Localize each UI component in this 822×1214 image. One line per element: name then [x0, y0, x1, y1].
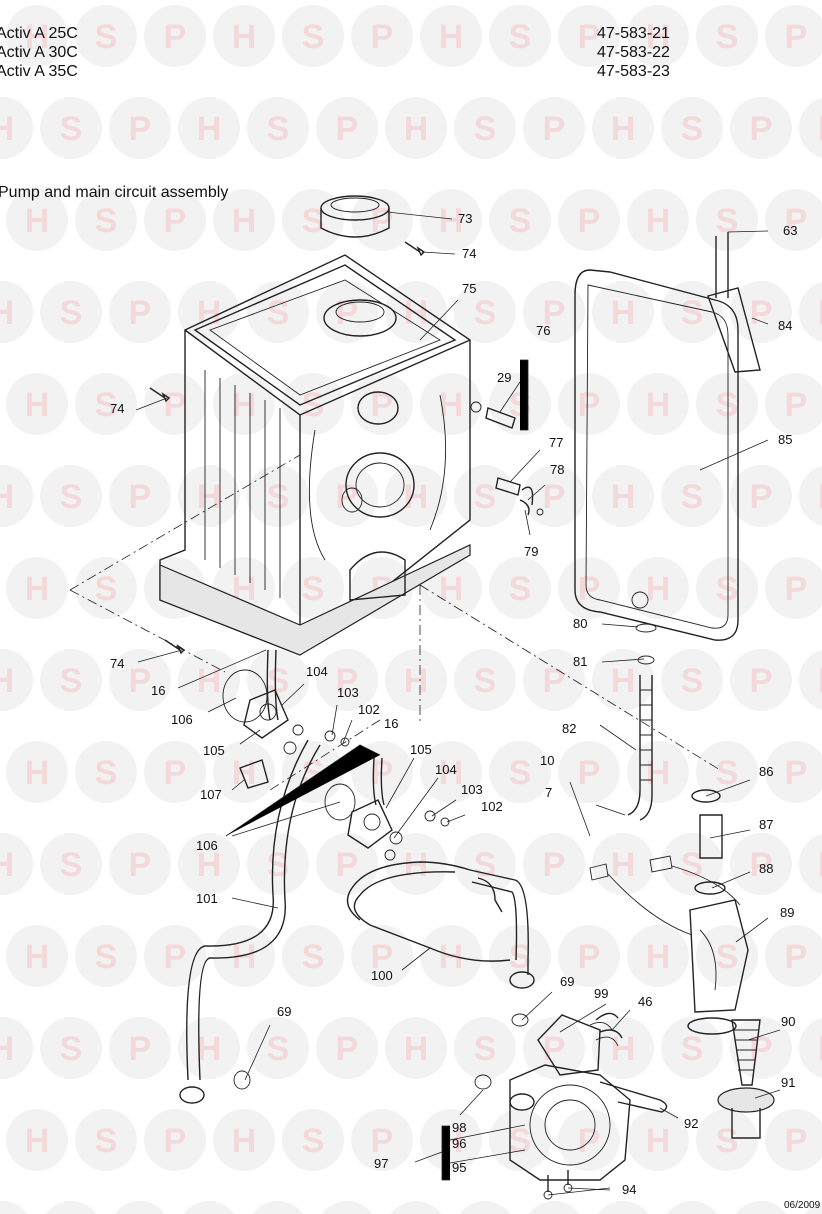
callout-number: 92 — [684, 1116, 698, 1131]
pipe-elbow — [477, 877, 503, 913]
callout-number: 69 — [560, 974, 574, 989]
callout-number: 74 — [110, 656, 124, 671]
screw — [404, 241, 426, 257]
screw — [149, 387, 171, 403]
temperature-sensor — [470, 401, 544, 516]
return-pipe — [353, 869, 529, 975]
callout-number: 102 — [358, 702, 380, 717]
callout-number: 96 — [452, 1136, 466, 1151]
flange-connector — [324, 757, 450, 861]
circulation-pump — [509, 1014, 631, 1200]
callout-number: 84 — [778, 318, 792, 333]
callout-number: 94 — [622, 1182, 636, 1197]
callout-number: 80 — [573, 616, 587, 631]
callout-number: 82 — [562, 721, 576, 736]
callout-number: 29 — [497, 370, 511, 385]
callout-number: 103 — [337, 685, 359, 700]
callout-number: 76 — [536, 323, 550, 338]
callout-number: 88 — [759, 861, 773, 876]
callout-number: 77 — [549, 435, 563, 450]
diagram-title: Pump and main circuit assembly — [0, 184, 229, 201]
callout-number: 102 — [481, 799, 503, 814]
assembly-guide-line — [69, 454, 721, 791]
callout-number: 107 — [200, 787, 222, 802]
o-ring-seal — [474, 1074, 492, 1090]
model-name: Activ A 30C — [0, 44, 78, 61]
part-code: 47-583-21 — [597, 25, 670, 42]
return-pipe — [346, 861, 471, 921]
leader-line — [520, 359, 529, 431]
callout-number: 74 — [462, 246, 476, 261]
callout-number: 101 — [196, 891, 218, 906]
part-code-list: 47-583-21 47-583-22 47-583-23 — [597, 24, 670, 81]
callout-number: 63 — [783, 223, 797, 238]
callout-number: 90 — [781, 1014, 795, 1029]
callout-number: 100 — [371, 968, 393, 983]
callout-number: 97 — [374, 1156, 388, 1171]
bracket-line — [414, 1125, 450, 1181]
callout-number: 46 — [638, 994, 652, 1009]
bypass-clip — [599, 1081, 668, 1113]
expansion-vessel — [574, 269, 761, 641]
heat-exchanger — [159, 254, 471, 656]
flue-collar — [320, 195, 390, 238]
flow-pipe — [186, 739, 309, 1081]
model-name: Activ A 35C — [0, 63, 78, 80]
callout-number: 105 — [410, 742, 432, 757]
callout-number: 106 — [196, 838, 218, 853]
safety-valve-assembly — [589, 789, 749, 1035]
model-list: Activ A 25C Activ A 30C Activ A 35C — [0, 24, 78, 81]
pipe-nut — [509, 971, 535, 989]
callout-number: 106 — [171, 712, 193, 727]
screw — [164, 639, 186, 655]
callout-number: 78 — [550, 462, 564, 477]
pipe-end — [179, 1086, 205, 1104]
callout-number: 89 — [780, 905, 794, 920]
flow-pipe — [198, 744, 321, 1081]
drain-hose — [717, 1019, 775, 1139]
callout-number: 73 — [458, 211, 472, 226]
callout-number: 105 — [203, 743, 225, 758]
callout-number: 69 — [277, 1004, 291, 1019]
part-code: 47-583-22 — [597, 44, 670, 61]
callout-number: 95 — [452, 1160, 466, 1175]
callout-number: 16 — [384, 716, 398, 731]
callout-number: 79 — [524, 544, 538, 559]
callout-number: 74 — [110, 401, 124, 416]
callout-number: 16 — [151, 683, 165, 698]
callout-number: 98 — [452, 1120, 466, 1135]
callout-number: 85 — [778, 432, 792, 447]
callout-number: 10 — [540, 753, 554, 768]
model-name: Activ A 25C — [0, 25, 78, 42]
leader-line — [135, 211, 781, 1196]
callout-number: 86 — [759, 764, 773, 779]
flange-connector — [222, 649, 350, 789]
callout-number: 75 — [462, 281, 476, 296]
screw — [715, 232, 729, 298]
callout-number: 7 — [545, 785, 552, 800]
callout-number: 99 — [594, 986, 608, 1001]
callout-number: 81 — [573, 654, 587, 669]
o-ring-seal — [233, 1070, 251, 1090]
part-code: 47-583-23 — [597, 63, 670, 80]
callout-number: 103 — [461, 782, 483, 797]
retaining-clip — [595, 1012, 623, 1039]
date-code: 06/2009 — [784, 1200, 821, 1211]
callout-number: 104 — [306, 664, 328, 679]
o-ring-seal — [511, 1013, 529, 1027]
callout-number: 87 — [759, 817, 773, 832]
callout-number: 91 — [781, 1075, 795, 1090]
callout-number: 104 — [435, 762, 457, 777]
flexible-hose — [627, 623, 657, 821]
